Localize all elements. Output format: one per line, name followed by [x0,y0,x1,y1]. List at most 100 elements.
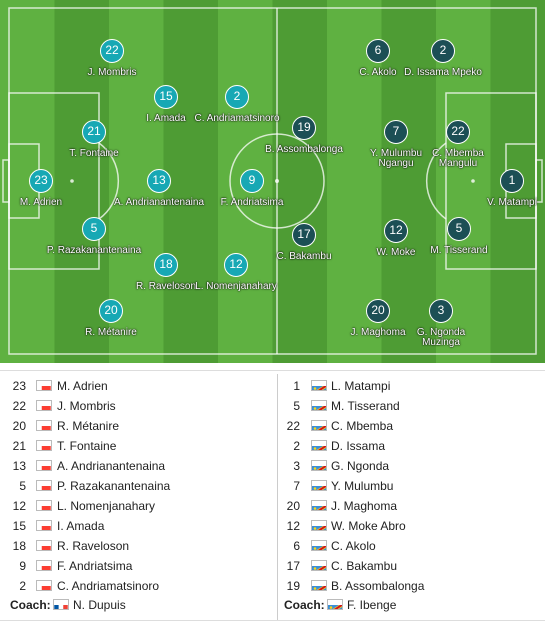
shirt-number: 5 [19,479,26,493]
lineup-row: 18 R. Raveloson [0,536,270,556]
dr-congo-flag-icon [311,500,327,511]
shirt-number: 3 [293,459,300,473]
shirt-number: 22 [12,399,26,413]
player-name-link[interactable]: C. Mbemba [331,419,394,433]
player-name: A. Andrianantenaina [113,197,205,208]
dr-congo-flag-icon [311,580,327,591]
lineup-row: 9 F. Andriatsima [0,556,270,576]
shirt-number: 6 [293,539,300,553]
madagascar-flag-icon [36,500,52,511]
player-name: W. Moke [376,247,416,258]
player-name: R. Métanire [85,327,137,338]
player-name: C. Andriamatsinoro [194,113,280,124]
shirt-number: 1 [293,379,300,393]
lineup-row: 5 M. Tisserand [278,396,545,416]
shirt-number: 17 [292,223,316,247]
shirt-number: 1 [500,169,524,193]
lineup-row: 7 Y. Mulumbu [278,476,545,496]
shirt-number: 9 [19,559,26,573]
lineup-row: 5 P. Razakanantenaina [0,476,270,496]
shirt-number: 5 [293,399,300,413]
player-name-link[interactable]: F. Andriatsima [57,559,133,573]
lineup-row: 15 I. Amada [0,516,270,536]
shirt-number: 22 [286,419,300,433]
player-name-link[interactable]: M. Tisserand [331,399,400,413]
lineup-row: 21 T. Fontaine [0,436,270,456]
madagascar-flag-icon [36,520,52,531]
player-name-link[interactable]: T. Fontaine [57,439,117,453]
player-name: D. Issama Mpeko [404,67,482,78]
player-name: J. Maghoma [350,327,406,338]
dr-congo-flag-icon [327,599,343,610]
player-name-link[interactable]: L. Nomenjanahary [57,499,156,513]
player-name-link[interactable]: A. Andrianantenaina [57,459,166,473]
shirt-number: 23 [29,169,53,193]
shirt-number: 7 [384,120,408,144]
madagascar-flag-icon [36,540,52,551]
dr-congo-flag-icon [311,440,327,451]
shirt-number: 12 [12,499,26,513]
shirt-number: 18 [154,253,178,277]
madagascar-flag-icon [36,400,52,411]
shirt-number: 12 [224,253,248,277]
player-name-link[interactable]: C. Bakambu [331,559,398,573]
player-name-link[interactable]: R. Métanire [57,419,120,433]
france-flag-icon [53,599,69,610]
shirt-number: 17 [286,559,300,573]
player-name-link[interactable]: C. Andriamatsinoro [57,579,160,593]
dr-congo-flag-icon [311,480,327,491]
lineup-row: 22 J. Mombris [0,396,270,416]
player-name: I. Amada [146,113,186,124]
shirt-number: 22 [100,39,124,63]
away-coach-name[interactable]: F. Ibenge [347,598,397,612]
lineup-row: 20 R. Métanire [0,416,270,436]
player-name: P. Razakanantenaina [46,245,142,256]
player-name-link[interactable]: Y. Mulumbu [331,479,394,493]
player-name-link[interactable]: J. Mombris [57,399,116,413]
dr-congo-flag-icon [311,420,327,431]
shirt-number: 20 [12,419,26,433]
pitch-markings [0,0,545,363]
lineup-row: 17 C. Bakambu [278,556,545,576]
player-name-link[interactable]: R. Raveloson [57,539,130,553]
player-name-link[interactable]: W. Moke Abro [331,519,406,533]
home-coach-name[interactable]: N. Dupuis [73,598,126,612]
madagascar-flag-icon [36,420,52,431]
shirt-number: 2 [431,39,455,63]
player-name-link[interactable]: I. Amada [57,519,105,533]
player-name-link[interactable]: C. Akolo [331,539,376,553]
player-name-link[interactable]: P. Razakanantenaina [57,479,171,493]
lineup-row: 2 D. Issama [278,436,545,456]
shirt-number: 19 [292,116,316,140]
player-name-link[interactable]: D. Issama [331,439,386,453]
player-name-link[interactable]: J. Maghoma [331,499,398,513]
shirt-number: 13 [147,169,171,193]
shirt-number: 18 [12,539,26,553]
shirt-number: 23 [12,379,26,393]
player-name: F. Andriatsima [220,197,284,208]
player-name-link[interactable]: G. Ngonda [331,459,390,473]
madagascar-flag-icon [36,440,52,451]
player-name-link[interactable]: M. Adrien [57,379,108,393]
shirt-number: 15 [12,519,26,533]
shirt-number: 7 [293,479,300,493]
shirt-number: 20 [286,499,300,513]
madagascar-flag-icon [36,480,52,491]
lineup-row: 22 C. Mbemba [278,416,545,436]
shirt-number: 20 [99,299,123,323]
player-name-link[interactable]: L. Matampi [331,379,391,393]
away-lineup-list: 1 L. Matampi 5 M. Tisserand 22 C. Mbemba 2 D. I… [278,376,545,596]
shirt-number: 2 [293,439,300,453]
shirt-number: 9 [240,169,264,193]
player-name-link[interactable]: B. Assombalonga [331,579,425,593]
shirt-number: 22 [446,120,470,144]
shirt-number: 20 [366,299,390,323]
player-name: J. Mombris [87,67,137,78]
player-name: C. Mbemba Mangulu [432,148,484,169]
shirt-number: 21 [12,439,26,453]
lineup-row: 3 G. Ngonda [278,456,545,476]
lineup-row: 6 C. Akolo [278,536,545,556]
player-name: R. Raveloson [135,281,197,292]
